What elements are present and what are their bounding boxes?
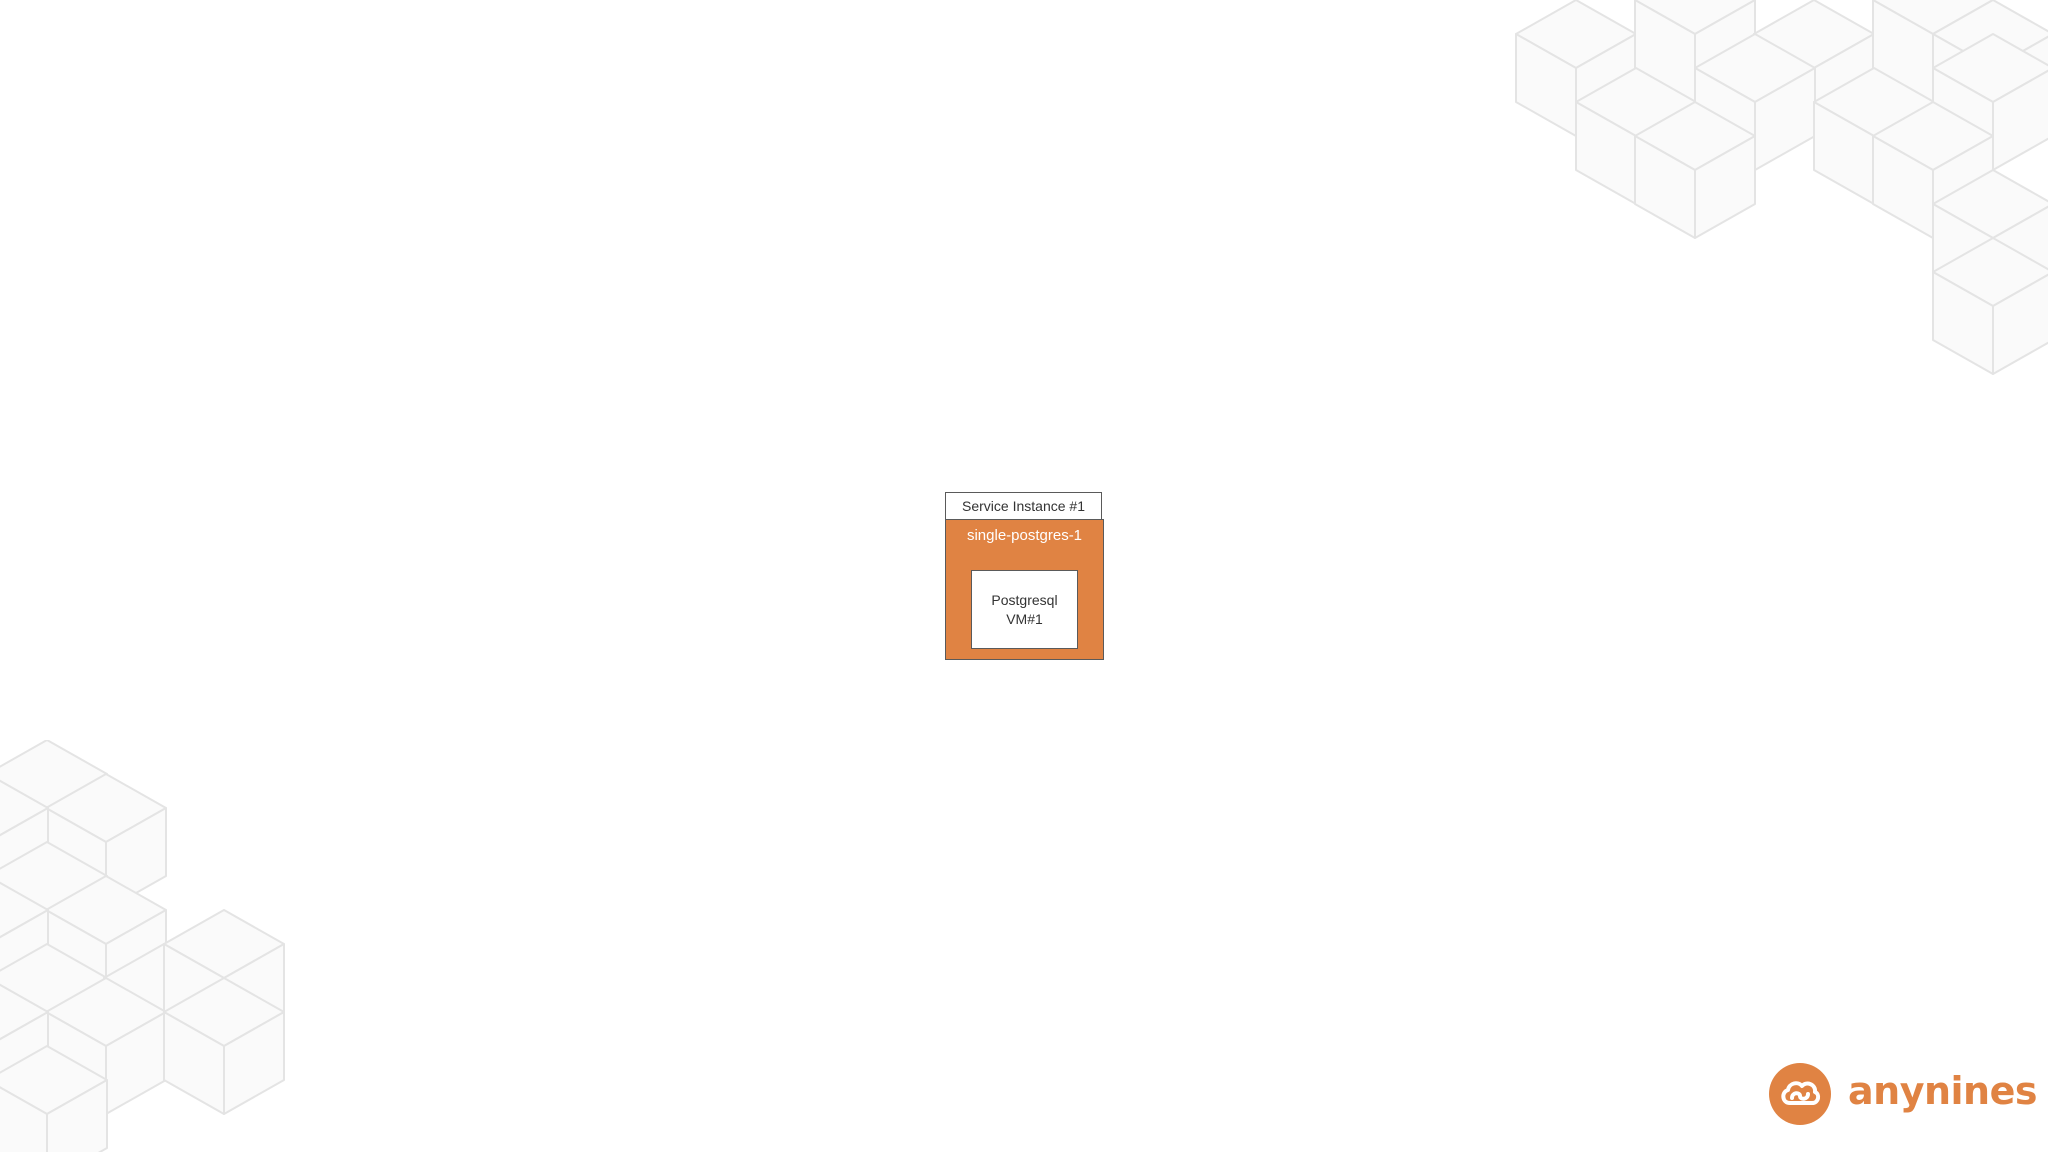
cube-face xyxy=(1932,0,1994,103)
cube-face xyxy=(1932,67,1994,171)
cube-face xyxy=(1635,101,1697,205)
cube-face xyxy=(105,807,167,911)
cube-face xyxy=(1813,67,1935,137)
cube-face xyxy=(1634,0,1756,35)
logo-wordmark: anynines xyxy=(1848,1069,2038,1113)
cube-face xyxy=(1694,67,1756,171)
cube-face xyxy=(1932,0,2048,69)
cube-face xyxy=(1813,101,1875,205)
cube-face xyxy=(45,977,167,1047)
cube-face xyxy=(1634,135,1696,239)
cube-face xyxy=(105,1011,167,1115)
cube-face xyxy=(0,807,49,905)
cube-face xyxy=(46,1079,108,1152)
cube-face xyxy=(45,1011,107,1115)
cloud-logo-icon xyxy=(1769,1063,1831,1125)
cube-face xyxy=(1813,33,1875,137)
cube-face xyxy=(46,773,108,877)
cube-face xyxy=(1932,33,1994,137)
anynines-logo: anynines xyxy=(1768,1062,2038,1126)
cube-face xyxy=(0,740,108,809)
cube-face xyxy=(0,780,48,877)
cube-face xyxy=(163,943,225,1047)
cube-face xyxy=(1515,0,1637,69)
cube-face xyxy=(46,875,108,979)
cube-face xyxy=(0,779,49,837)
cube-face xyxy=(163,977,225,1081)
cube-face xyxy=(1634,101,1756,171)
cube-face xyxy=(0,1045,108,1115)
cube-face xyxy=(1932,203,1994,307)
cube-face xyxy=(1575,101,1637,205)
cube-face xyxy=(0,841,108,911)
cube-face xyxy=(1932,33,2048,103)
cube-face xyxy=(163,977,285,1047)
cube-face xyxy=(1872,0,1994,35)
cube-face xyxy=(0,983,49,1041)
cube-face xyxy=(1575,33,1637,137)
cube-pattern-decoration-bottom-left xyxy=(0,740,285,1152)
cube-face xyxy=(0,984,48,1081)
vm-box: Postgresql VM#1 xyxy=(971,570,1078,649)
cube-face xyxy=(0,943,108,1013)
vm-id-label: VM#1 xyxy=(1006,610,1043,627)
cube-face xyxy=(1694,135,1756,239)
cube-face xyxy=(1932,237,2048,307)
cube-face xyxy=(1932,135,1994,239)
cube-face xyxy=(0,1011,49,1109)
cube-face xyxy=(1753,33,1815,137)
cube-face xyxy=(0,1086,48,1152)
cube-face xyxy=(1992,205,2048,307)
cube-face xyxy=(46,977,108,1081)
cube-face xyxy=(1872,101,1994,171)
cube-face xyxy=(1694,33,1816,103)
cube-face xyxy=(0,881,49,939)
cube-face xyxy=(103,977,165,1081)
service-instance-name: single-postgres-1 xyxy=(966,527,1083,544)
cube-face xyxy=(45,773,167,843)
cube-face xyxy=(45,807,107,911)
cube-face xyxy=(1932,169,2048,239)
cube-face xyxy=(223,1011,285,1115)
cube-face xyxy=(1515,33,1577,137)
cube-face xyxy=(1753,0,1875,69)
vm-type-label: Postgresql xyxy=(991,591,1058,608)
cube-pattern-decoration-top-right xyxy=(1515,0,2048,375)
cube-face xyxy=(0,882,48,979)
service-instance-box: single-postgres-1 Postgresql VM#1 xyxy=(945,519,1104,660)
cube-face xyxy=(105,909,167,1013)
cube-face xyxy=(45,909,107,1013)
cube-face xyxy=(1992,69,2048,171)
cube-face xyxy=(223,943,285,1047)
cube-face xyxy=(1575,67,1697,137)
cube-face xyxy=(1873,101,1935,205)
cube-face xyxy=(1634,0,1696,103)
cube-face xyxy=(1992,35,2048,137)
cube-face xyxy=(0,909,49,1007)
cube-face xyxy=(1872,135,1934,239)
cube-face xyxy=(103,943,225,1013)
cube-face xyxy=(1932,271,1994,375)
cube-face xyxy=(45,875,167,945)
cube-face xyxy=(1694,0,1756,103)
cube-face xyxy=(1754,67,1816,171)
service-instance-label: Service Instance #1 xyxy=(945,492,1102,520)
cube-face xyxy=(1992,273,2048,375)
cube-face xyxy=(163,909,285,979)
cube-face xyxy=(163,1011,225,1115)
cube-face xyxy=(1872,0,1934,103)
